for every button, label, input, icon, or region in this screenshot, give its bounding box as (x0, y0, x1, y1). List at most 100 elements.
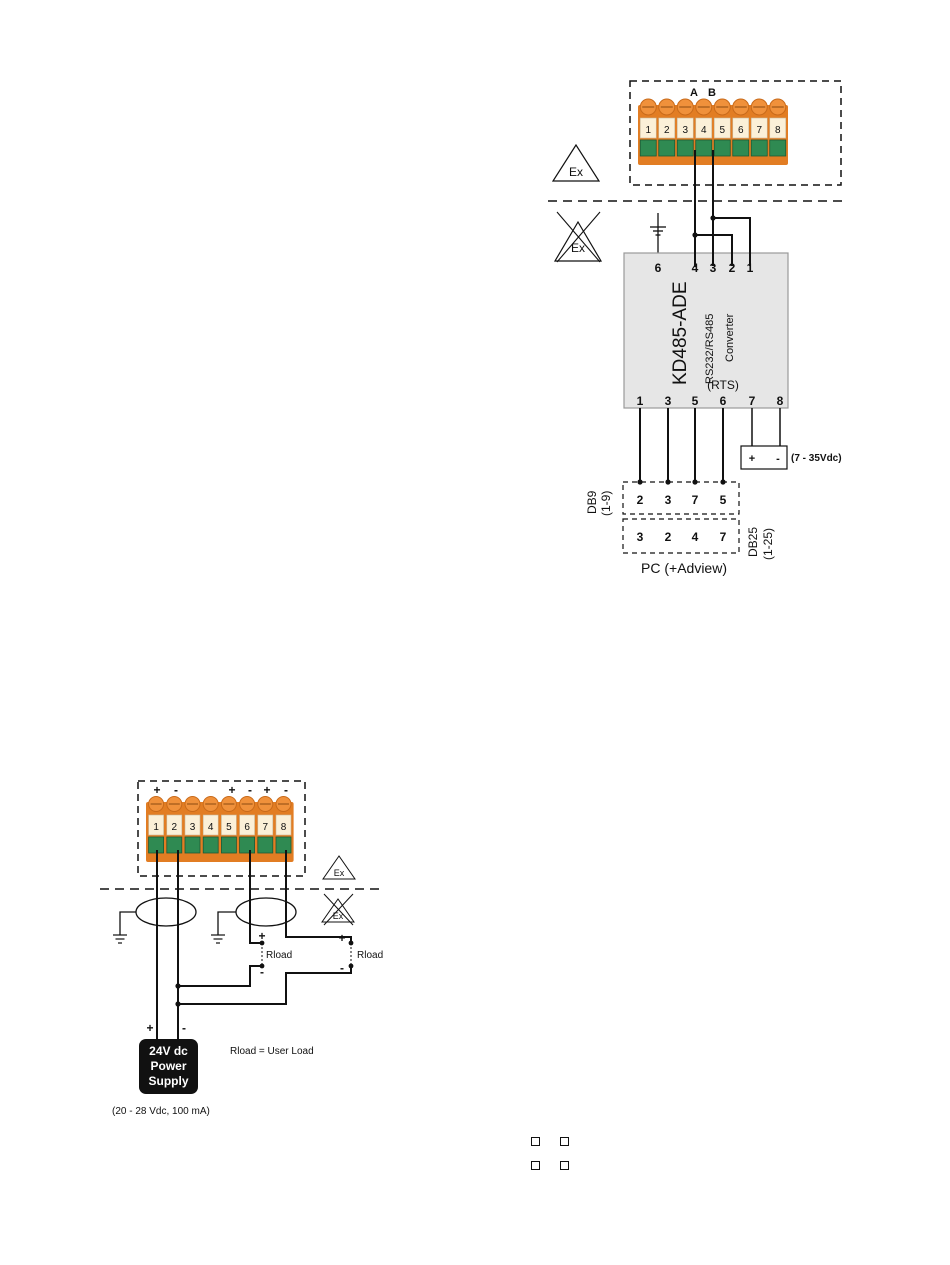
db9-pin: 3 (665, 493, 672, 507)
db9-pin: 5 (720, 493, 727, 507)
db9-range-label: (1-9) (599, 491, 613, 516)
module-bottom-pin: 5 (692, 394, 699, 408)
module-subtitle: RS232/RS485 (704, 314, 716, 384)
bottom-terminal-terminal: 7 (258, 797, 273, 854)
terminal-label-b: B (708, 87, 716, 99)
rload-1-minus: - (260, 965, 264, 979)
terminal-label-a: A (690, 87, 698, 99)
ex-zone-icon-2: Ex (323, 856, 355, 879)
module-bottom-pin: 7 (749, 394, 756, 408)
terminal-socket (770, 140, 786, 156)
supply-line-3: Supply (148, 1074, 188, 1088)
bottom-terminal-number: 7 (263, 822, 269, 833)
non-ex-zone-icon: Ex (555, 212, 601, 262)
power-minus-label: - (776, 453, 780, 465)
ground-icon (650, 213, 666, 256)
rload-legend: Rload = User Load (230, 1046, 314, 1057)
polarity-label: + (153, 783, 160, 797)
top-terminal-terminal: 1 (640, 99, 656, 156)
diagram-kd485-converter: A B 12345678 Ex Ex KD485-ADE RS232/RS485 (548, 81, 845, 576)
terminal-socket (640, 140, 656, 156)
top-terminal-terminal: 4 (696, 99, 712, 156)
db25-pin: 7 (720, 530, 727, 544)
rs485-wires (692, 150, 750, 267)
terminal-socket (167, 837, 182, 853)
top-terminal-number: 4 (701, 125, 707, 136)
bottom-terminal-terminal: 4 (203, 797, 218, 854)
top-terminal-number: 5 (719, 125, 725, 136)
terminal-socket (276, 837, 291, 853)
terminal-socket (677, 140, 693, 156)
terminal-socket (659, 140, 675, 156)
power-range-label: (7 - 35Vdc) (791, 453, 842, 464)
terminal-block-bottom: 1 2 3 4 567 8 (146, 797, 294, 863)
db25-label: DB25 (746, 527, 760, 557)
top-terminal-number: 6 (738, 125, 744, 136)
db9-label: DB9 (585, 490, 599, 514)
module-subtitle-2: Converter (724, 313, 736, 362)
supply-line-1: 24V dc (149, 1044, 188, 1058)
top-terminal-terminal: 3 (677, 99, 693, 156)
bottom-terminal-terminal: 1 (149, 797, 164, 854)
terminal-socket (221, 837, 236, 853)
power-plus-label: + (749, 453, 755, 465)
bottom-terminal-terminal: 3 (185, 797, 200, 854)
terminal-socket (751, 140, 767, 156)
module-rts: (RTS) (707, 378, 739, 392)
db9-pin: 7 (692, 493, 699, 507)
top-terminal-number: 8 (775, 125, 781, 136)
bottom-terminal-number: 1 (153, 822, 159, 833)
rload-1-label: Rload (266, 950, 292, 961)
db25-pin: 2 (665, 530, 672, 544)
bottom-terminal-number: 5 (226, 822, 232, 833)
rload-2-minus: - (340, 961, 344, 975)
top-terminal-terminal: 5 (714, 99, 730, 156)
bottom-terminal-number: 8 (281, 822, 287, 833)
db9-pin: 2 (637, 493, 644, 507)
supply-plus-label: + (146, 1021, 153, 1035)
module-top-pin: 6 (655, 261, 662, 275)
cable-shields (120, 898, 296, 935)
bottom-terminal-number: 3 (190, 822, 196, 833)
ex-label-2: Ex (334, 868, 345, 878)
bottom-terminal-number: 2 (172, 822, 178, 833)
supply-range-label: (20 - 28 Vdc, 100 mA) (112, 1106, 210, 1117)
polarity-label: - (174, 783, 178, 797)
module-name: KD485-ADE (670, 282, 691, 386)
bottom-terminal-number: 4 (208, 822, 214, 833)
bottom-terminal-terminal: 2 (167, 797, 182, 854)
polarity-label: + (228, 783, 235, 797)
top-terminal-number: 3 (682, 125, 688, 136)
ground-icon-right (211, 935, 225, 943)
bottom-terminal-terminal: 6 (240, 797, 255, 854)
polarity-label: - (284, 783, 288, 797)
rload-2-plus: + (338, 931, 345, 945)
non-ex-label-2: Ex (333, 911, 344, 921)
module-bottom-pin: 1 (637, 394, 644, 408)
rload-1-plus: + (258, 929, 265, 943)
terminal-socket (258, 837, 273, 853)
db25-pin: 4 (692, 530, 699, 544)
top-terminal-number: 2 (664, 125, 670, 136)
supply-line-2: Power (150, 1059, 186, 1073)
checkbox-square-2 (560, 1137, 569, 1146)
rs232-wires (637, 408, 725, 485)
load-resistor-2: + - Rload (338, 931, 383, 975)
module-bottom-pin: 8 (777, 394, 784, 408)
non-ex-zone-icon-2: Ex (322, 894, 354, 925)
polarity-label: - (248, 783, 252, 797)
top-terminal-number: 7 (756, 125, 762, 136)
db9-pins: 2 3 7 5 (637, 493, 727, 507)
terminal-socket (240, 837, 255, 853)
terminal-socket (185, 837, 200, 853)
power-input: + - (7 - 35Vdc) (741, 408, 842, 469)
top-terminal-terminal: 2 (659, 99, 675, 156)
terminal-socket (714, 140, 730, 156)
polarity-label: + (263, 783, 270, 797)
module-bottom-pin: 3 (665, 394, 672, 408)
ex-zone-icon: Ex (553, 145, 599, 181)
power-supply-24v: + - 24V dc Power Supply (20 - 28 Vdc, 10… (112, 1021, 210, 1117)
